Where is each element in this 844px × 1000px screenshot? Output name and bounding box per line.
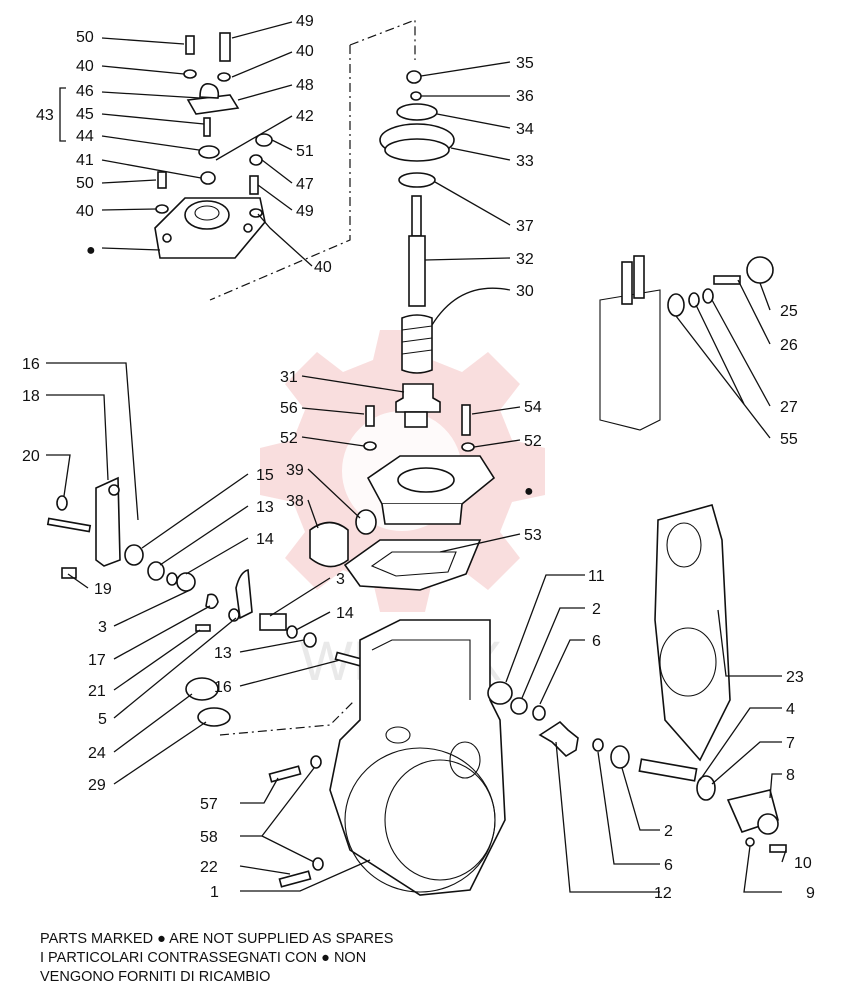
part-number-46: 46 — [76, 83, 94, 100]
part-number-54: 54 — [524, 399, 542, 416]
assembly-lines — [209, 19, 416, 736]
part-number-49: 49 — [296, 203, 314, 220]
marker-dot: ● — [524, 483, 534, 500]
part-number-51: 51 — [296, 143, 314, 160]
part-number-52: 52 — [280, 430, 298, 447]
part-number-52: 52 — [524, 433, 542, 450]
part-number-19: 19 — [94, 581, 112, 598]
part-number-25: 25 — [780, 303, 798, 320]
part-number-40: 40 — [296, 43, 314, 60]
part-number-27: 27 — [780, 399, 798, 416]
part-number-40: 40 — [76, 203, 94, 220]
part-number-21: 21 — [88, 683, 106, 700]
part-number-34: 34 — [516, 121, 534, 138]
part-number-14: 14 — [256, 531, 274, 548]
pump-stack — [309, 70, 496, 591]
part-number-42: 42 — [296, 108, 314, 125]
part-numbers: 50 49 40 40 48 46 43 45 42 44 51 41 50 4… — [22, 13, 815, 902]
part-number-56: 56 — [280, 400, 298, 417]
part-number-49: 49 — [296, 13, 314, 30]
part-number-37: 37 — [516, 218, 534, 235]
part-number-32: 32 — [516, 251, 534, 268]
part-number-53: 53 — [524, 527, 542, 544]
part-number-7: 7 — [786, 735, 795, 752]
non-supplied-markers: ● ● — [86, 242, 534, 500]
note-line-italian-2: VENGONO FORNITI DI RICAMBIO — [40, 969, 271, 985]
part-number-29: 29 — [88, 777, 106, 794]
part-number-35: 35 — [516, 55, 534, 72]
part-number-9: 9 — [806, 885, 815, 902]
part-number-41: 41 — [76, 152, 94, 169]
part-number-31: 31 — [280, 369, 298, 386]
note-line-english: PARTS MARKED ● ARE NOT SUPPLIED AS SPARE… — [40, 931, 394, 947]
part-number-45: 45 — [76, 106, 94, 123]
part-number-14: 14 — [336, 605, 354, 622]
part-number-26: 26 — [780, 337, 798, 354]
part-number-47: 47 — [296, 176, 314, 193]
part-number-3: 3 — [336, 571, 345, 588]
part-number-30: 30 — [516, 283, 534, 300]
part-number-5: 5 — [98, 711, 107, 728]
part-number-40: 40 — [76, 58, 94, 75]
part-number-13: 13 — [256, 499, 274, 516]
part-number-4: 4 — [786, 701, 795, 718]
lever-linkage — [46, 476, 366, 727]
part-number-16: 16 — [214, 679, 232, 696]
part-number-38: 38 — [286, 493, 304, 510]
part-number-44: 44 — [76, 128, 94, 145]
part-number-55: 55 — [780, 431, 798, 448]
note-line-italian-1: I PARTICOLARI CONTRASSEGNATI CON ● NON — [40, 950, 367, 966]
part-number-16: 16 — [22, 356, 40, 373]
part-number-18: 18 — [22, 388, 40, 405]
part-number-17: 17 — [88, 652, 106, 669]
marker-dot: ● — [86, 242, 96, 259]
part-number-2: 2 — [664, 823, 673, 840]
part-number-2: 2 — [592, 601, 601, 618]
part-number-50: 50 — [76, 29, 94, 46]
part-number-12: 12 — [654, 885, 672, 902]
part-number-36: 36 — [516, 88, 534, 105]
part-number-48: 48 — [296, 77, 314, 94]
part-number-15: 15 — [256, 467, 274, 484]
part-number-57: 57 — [200, 796, 218, 813]
main-housing — [329, 619, 506, 896]
part-number-11: 11 — [588, 568, 605, 585]
part-number-8: 8 — [786, 767, 795, 784]
bracket-assembly — [599, 255, 774, 431]
part-number-40: 40 — [314, 259, 332, 276]
part-number-3: 3 — [98, 619, 107, 636]
part-number-20: 20 — [22, 448, 40, 465]
part-number-43: 43 — [36, 107, 54, 124]
spares-note: PARTS MARKED ● ARE NOT SUPPLIED AS SPARE… — [40, 930, 393, 987]
part-number-1: 1 — [210, 884, 219, 901]
part-number-50: 50 — [76, 175, 94, 192]
part-number-13: 13 — [214, 645, 232, 662]
governor-cover-assembly — [154, 32, 273, 259]
part-number-23: 23 — [786, 669, 804, 686]
part-number-33: 33 — [516, 153, 534, 170]
part-number-58: 58 — [200, 829, 218, 846]
leader-lines — [46, 21, 787, 893]
part-number-6: 6 — [664, 857, 673, 874]
right-components — [268, 504, 787, 888]
part-number-24: 24 — [88, 745, 106, 762]
part-number-6: 6 — [592, 633, 601, 650]
part-number-10: 10 — [794, 855, 812, 872]
part-number-39: 39 — [286, 462, 304, 479]
part-number-22: 22 — [200, 859, 218, 876]
